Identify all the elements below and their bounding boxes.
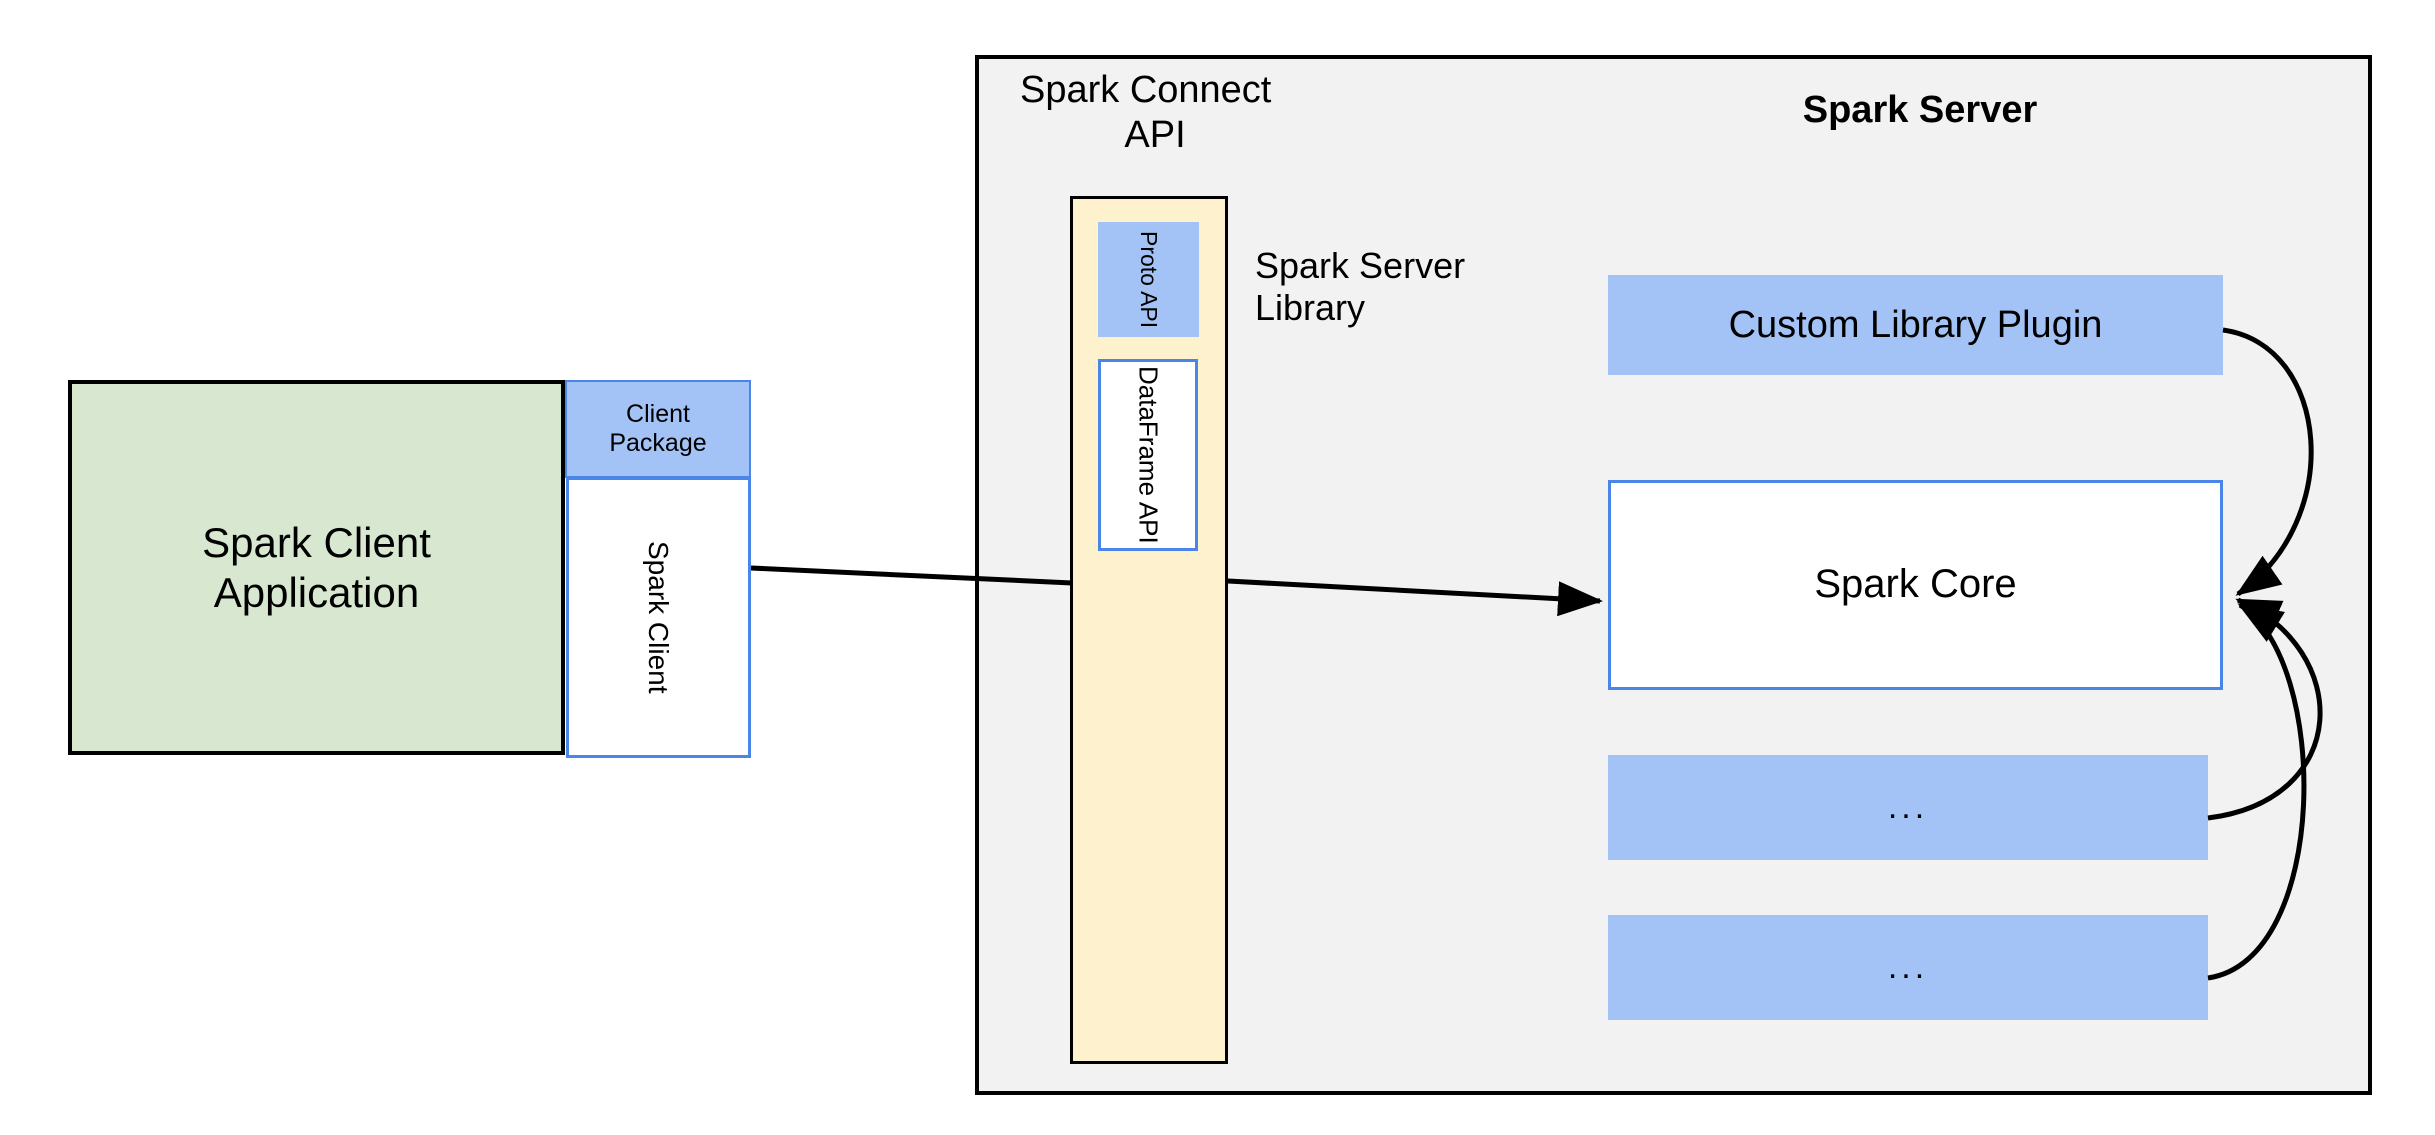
spark-connect-column [1070,196,1228,1064]
spark-core-box: Spark Core [1608,480,2223,690]
ellipsis-1-label: ... [1887,788,1929,827]
spark-connect-api-label: Spark Connect API [1010,68,1300,158]
spark-server-title: Spark Server [1802,88,2038,131]
proto-api-label: Proto API [1136,230,1163,329]
server-library-line-2: Library [1255,287,1366,329]
server-component-ellipsis-1: ... [1608,755,2208,860]
ellipsis-2-label: ... [1887,948,1929,987]
custom-library-plugin-label: Custom Library Plugin [1728,303,2103,346]
spark-client-application-box: Spark Client Application [68,380,565,755]
custom-library-plugin-box: Custom Library Plugin [1608,275,2223,375]
proto-api-box: Proto API [1098,222,1199,337]
client-package-label: Client Package [609,399,707,458]
spark-client-application-label: Spark Client Application [202,518,431,616]
dataframe-api-label: DataFrame API [1133,366,1164,544]
spark-client-box: Spark Client [566,477,751,758]
server-component-ellipsis-2: ... [1608,915,2208,1020]
spark-client-label: Spark Client [643,541,675,694]
server-library-line-1: Spark Server [1255,245,1466,286]
spark-core-label: Spark Core [1814,562,2017,607]
client-package-box: Client Package [565,380,751,478]
spark-server-library-label: Spark Server Library [1255,245,1555,345]
connect-api-line-1: Spark Connect [1020,69,1272,111]
connect-api-line-2: API [1124,113,1186,156]
dataframe-api-box: DataFrame API [1098,359,1198,551]
